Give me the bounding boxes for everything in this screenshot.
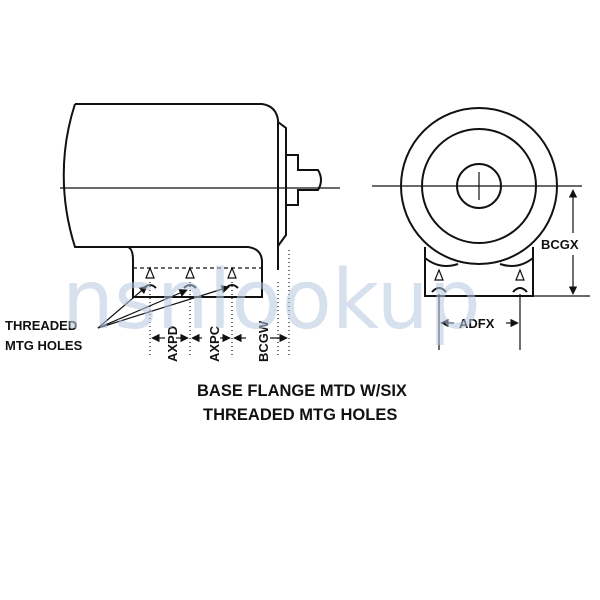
motor-end-cap (277, 121, 287, 247)
dim-label-bcgw: BCGW (256, 320, 271, 362)
dim-label-adfx: ADFX (459, 316, 495, 331)
caption-line1: BASE FLANGE MTD W/SIX (197, 382, 407, 400)
dim-label-bcgx: BCGX (541, 237, 579, 252)
dim-label-axpd: AXPD (165, 326, 180, 362)
shaft (286, 154, 322, 206)
housing-outer-circle (400, 107, 558, 265)
end-view: ADFX BCGX (372, 107, 590, 350)
callout-label-line1: THREADED (5, 318, 77, 333)
callout-label-line2: MTG HOLES (5, 338, 83, 353)
base-feet (424, 247, 534, 297)
side-extension-lines (149, 250, 290, 358)
housing-inner-circle (421, 128, 537, 244)
end-threaded-holes (431, 268, 528, 293)
dim-label-axpc: AXPC (207, 325, 222, 362)
watermark: nsnlookup (62, 253, 481, 348)
motor-body (62, 103, 279, 270)
base-flange (127, 246, 263, 298)
side-view: AXPD AXPC BCGW THREADED MTG HOLES (5, 103, 340, 362)
shaft-circle (456, 163, 502, 209)
caption-line2: THREADED MTG HOLES (203, 406, 397, 424)
callout-leaders (97, 285, 230, 329)
